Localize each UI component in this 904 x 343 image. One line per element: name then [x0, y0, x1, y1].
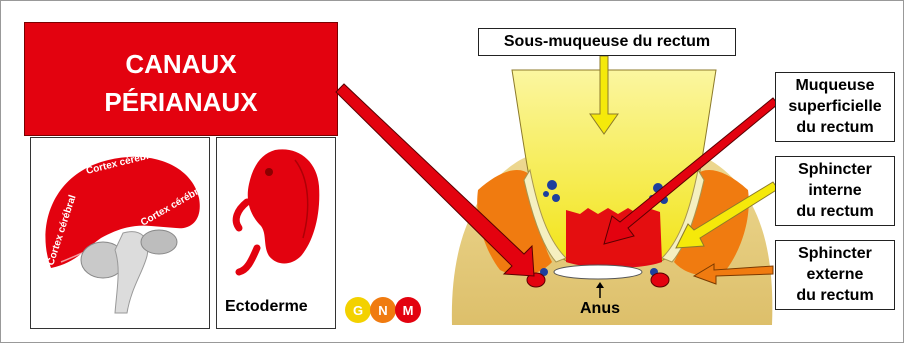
label-external-sphincter: Sphincter externe du rectum: [775, 240, 895, 310]
label-internal-sphincter: Sphincter interne du rectum: [775, 156, 895, 226]
label-mucosa: Muqueuse superficielle du rectum: [775, 72, 895, 142]
label-submucosa: Sous-muqueuse du rectum: [478, 28, 736, 56]
perianal-canal-right: [651, 273, 669, 287]
label-anus: Anus: [580, 300, 620, 318]
anal-opening: [554, 265, 642, 279]
